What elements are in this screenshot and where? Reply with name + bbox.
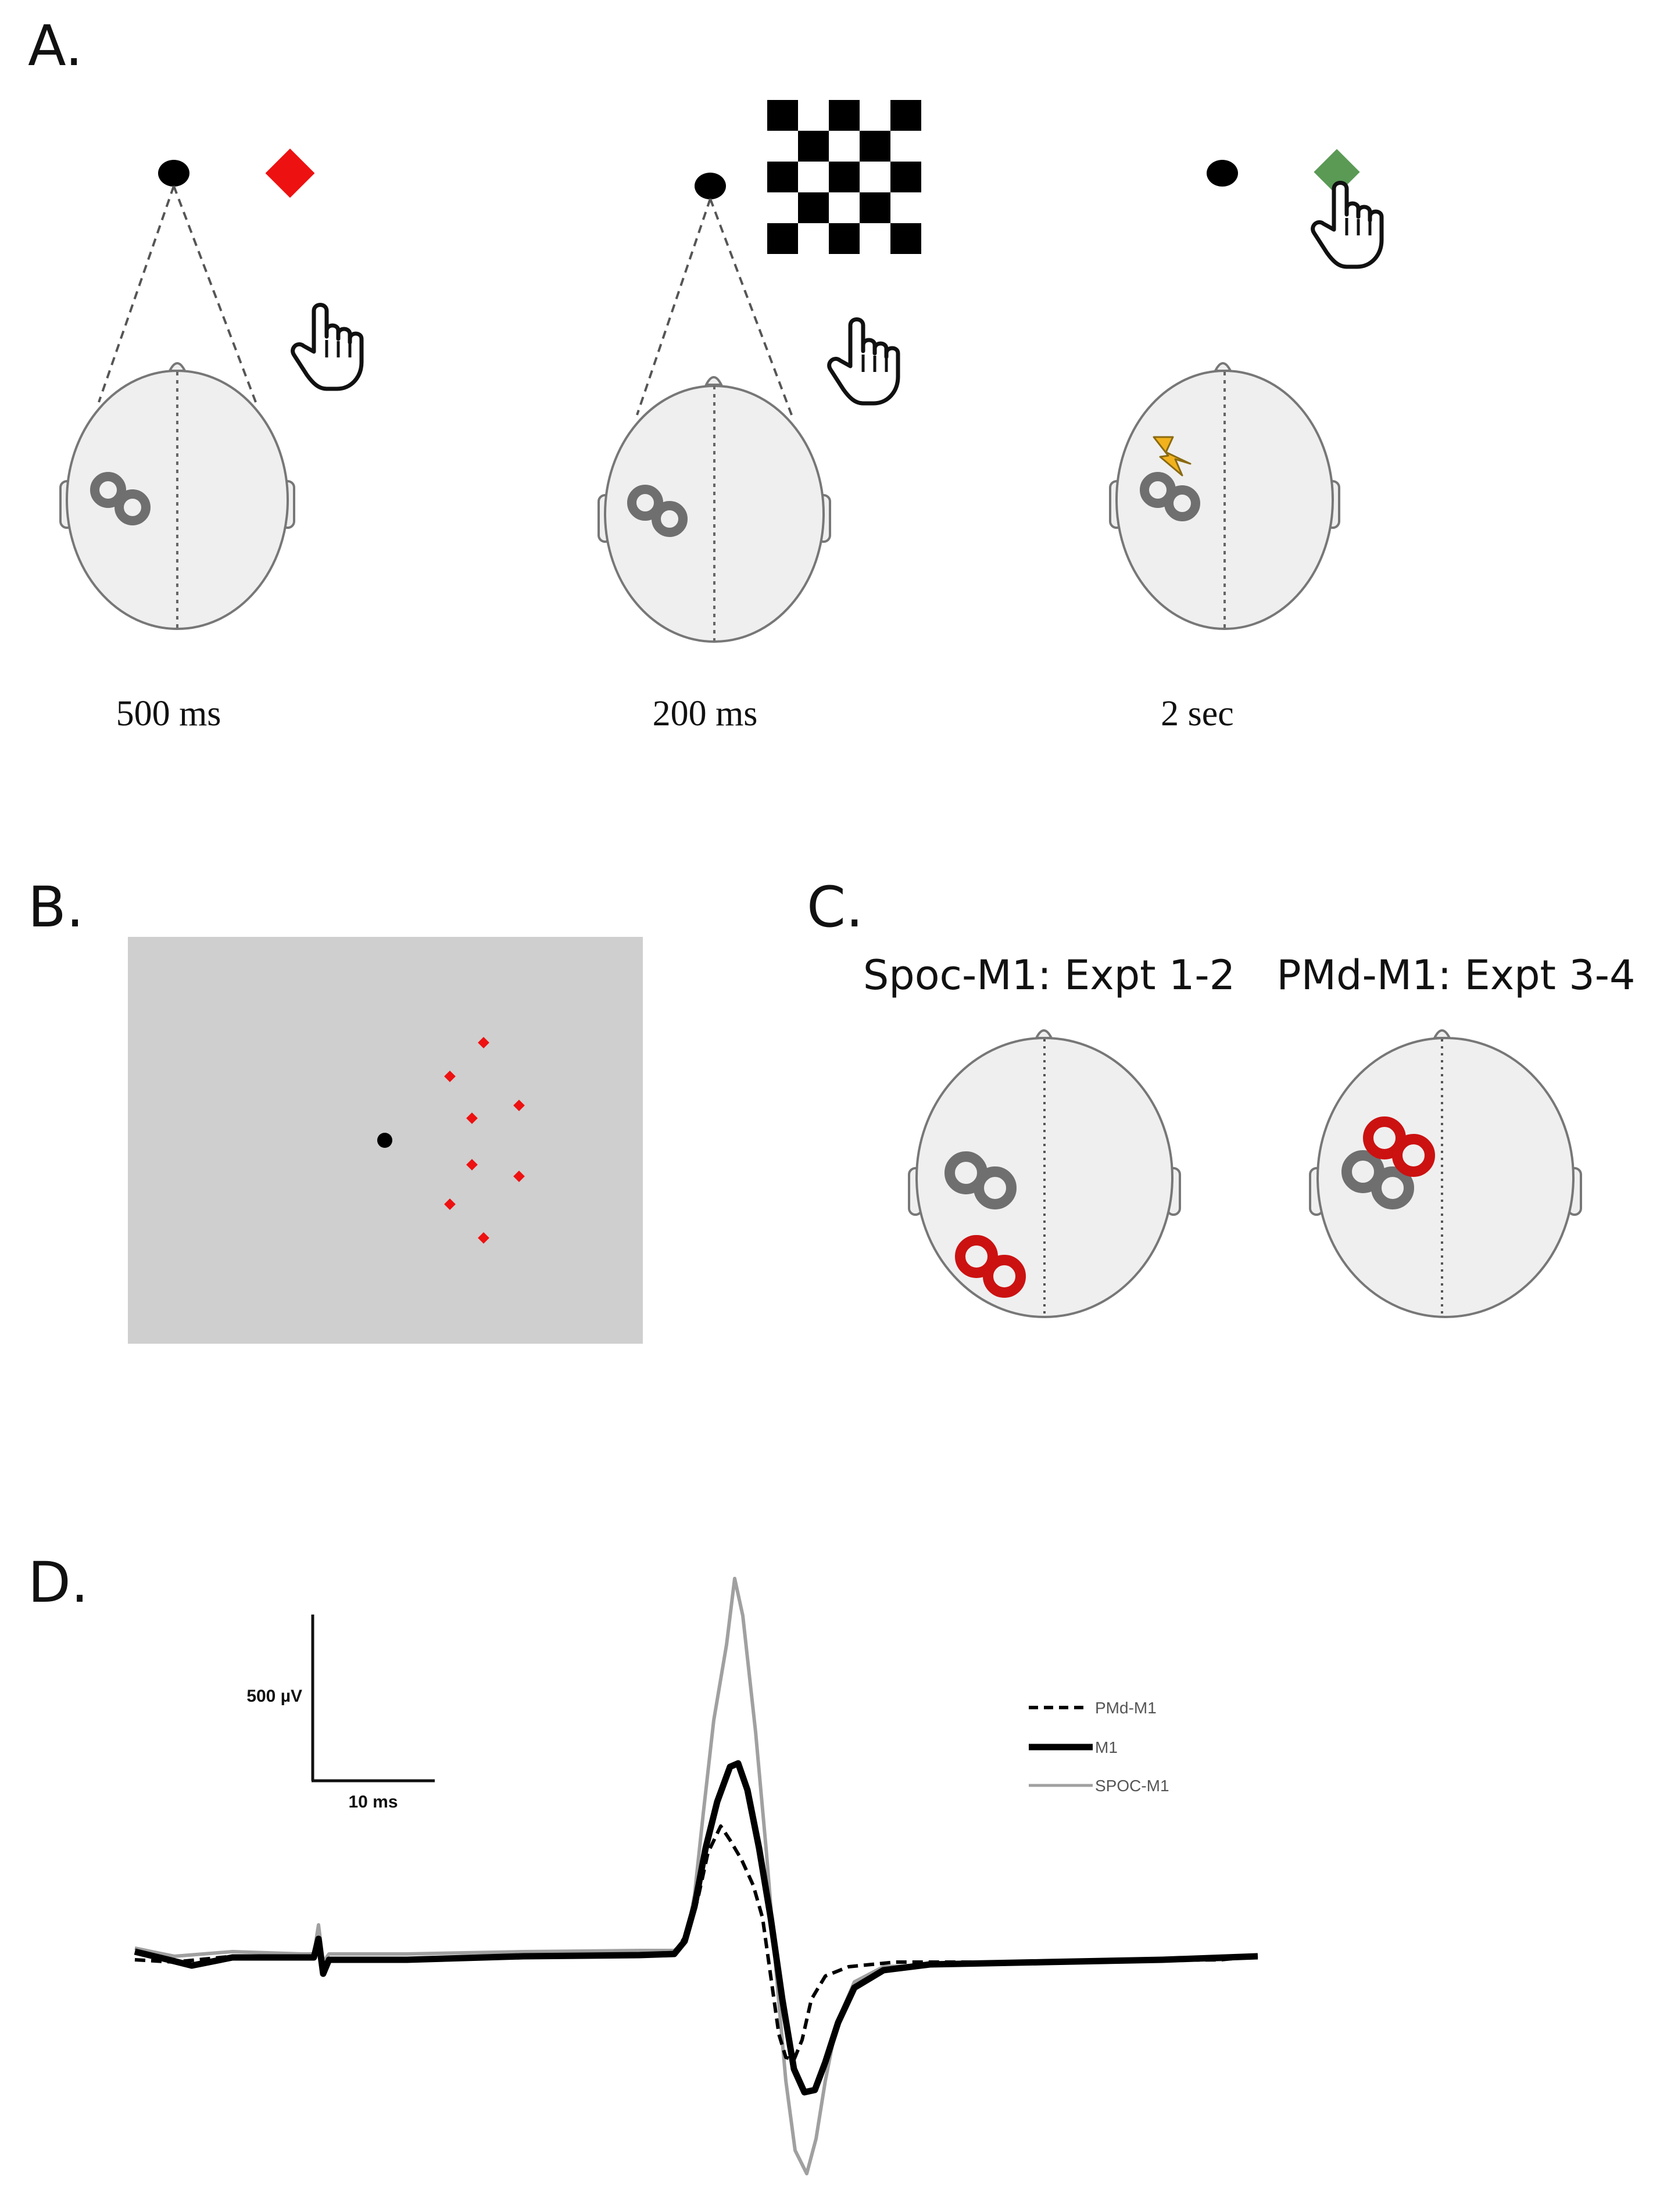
- trial-frame-2: 200 ms: [597, 100, 921, 733]
- nose: [704, 376, 724, 386]
- target-marker: [513, 1171, 525, 1182]
- pointing-hand-icon: [293, 305, 362, 389]
- lightning-bolt-icon: [1153, 436, 1192, 477]
- checkerboard-cell: [890, 162, 921, 192]
- head-outline: [1316, 1037, 1575, 1318]
- trace-pmd-m1: [134, 1824, 1258, 2061]
- target-array: [444, 1037, 525, 1244]
- head-outline: [66, 370, 289, 630]
- spoc-coil-icon: [955, 1235, 1026, 1298]
- fixation-dot: [695, 173, 726, 199]
- checkerboard-cell: [860, 131, 890, 162]
- head-diagram-spoc: [908, 1029, 1181, 1318]
- panel-b-letter: B.: [28, 875, 84, 940]
- trace-m1: [134, 1760, 1258, 2096]
- scale-label-amplitude: 500 µV: [246, 1687, 302, 1706]
- panel-a-letter: A.: [28, 13, 83, 78]
- target-marker: [444, 1071, 456, 1082]
- checkerboard-cell: [798, 192, 829, 223]
- pointing-hand-icon: [829, 320, 898, 404]
- head-outline: [1115, 370, 1334, 630]
- checkerboard-cell: [890, 100, 921, 131]
- checkerboard-cell: [829, 162, 860, 192]
- mep-traces: [134, 1577, 1258, 2175]
- legend-label-pmd-m1: PMd-M1: [1095, 1699, 1157, 1717]
- time-label-2: 200 ms: [653, 694, 758, 733]
- target-marker: [466, 1159, 478, 1171]
- tms-coil-icon: [627, 485, 688, 537]
- checkerboard-cell: [860, 192, 890, 223]
- checkerboard-cell: [890, 223, 921, 254]
- target-marker: [513, 1100, 525, 1111]
- head-outline: [915, 1037, 1173, 1318]
- time-label-1: 500 ms: [116, 694, 221, 733]
- tms-coil-icon: [1140, 472, 1200, 521]
- target-marker: [478, 1232, 489, 1244]
- checkerboard-mask-icon: [767, 100, 921, 254]
- checkerboard-cell: [829, 100, 860, 131]
- legend: PMd-M1 M1 SPOC-M1: [1029, 1699, 1169, 1795]
- head-diagram: [597, 376, 831, 643]
- montage-title-spoc: Spoc-M1: Expt 1-2: [863, 951, 1235, 999]
- head-diagram: [59, 362, 295, 630]
- target-marker: [466, 1112, 478, 1124]
- pmd-coil-icon: [1363, 1116, 1435, 1177]
- target-marker: [444, 1198, 456, 1210]
- m1-coil-icon: [944, 1151, 1017, 1209]
- scale-label-time: 10 ms: [348, 1792, 398, 1812]
- legend-label-spoc-m1: SPOC-M1: [1095, 1777, 1169, 1795]
- montage-title-pmd: PMd-M1: Expt 3-4: [1276, 951, 1635, 999]
- panel-c-letter: C.: [807, 875, 864, 940]
- trace-spoc-m1: [134, 1577, 1258, 2175]
- gaze-line-left: [98, 185, 175, 403]
- scale-bar: 500 µV 10 ms: [246, 1615, 435, 1812]
- head-diagram: [1109, 362, 1340, 630]
- checkerboard-cell: [767, 100, 798, 131]
- trial-frame-1: 500 ms: [59, 148, 362, 733]
- target-display-screen: [128, 937, 643, 1344]
- checkerboard-cell: [798, 131, 829, 162]
- time-label-3: 2 sec: [1161, 694, 1234, 733]
- checkerboard-cell: [767, 223, 798, 254]
- target-marker: [478, 1037, 489, 1048]
- m1-coil-icon: [1341, 1150, 1414, 1209]
- checkerboard-cell: [767, 162, 798, 192]
- fixation-dot: [158, 160, 189, 187]
- gaze-line-right: [173, 185, 257, 403]
- panel-d-letter: D.: [28, 1550, 88, 1615]
- fixation-dot: [377, 1133, 392, 1148]
- fixation-dot: [1207, 160, 1238, 187]
- tms-coil-icon: [90, 472, 151, 525]
- red-target-diamond: [265, 148, 315, 198]
- head-diagram-pmd: [1309, 1029, 1582, 1318]
- checkerboard-cell: [829, 223, 860, 254]
- legend-label-m1: M1: [1095, 1738, 1118, 1756]
- gaze-line-left: [636, 198, 711, 416]
- trial-frame-3: 2 sec: [1109, 149, 1382, 733]
- gaze-line-right: [709, 198, 793, 416]
- pointing-hand-icon: [1313, 183, 1382, 267]
